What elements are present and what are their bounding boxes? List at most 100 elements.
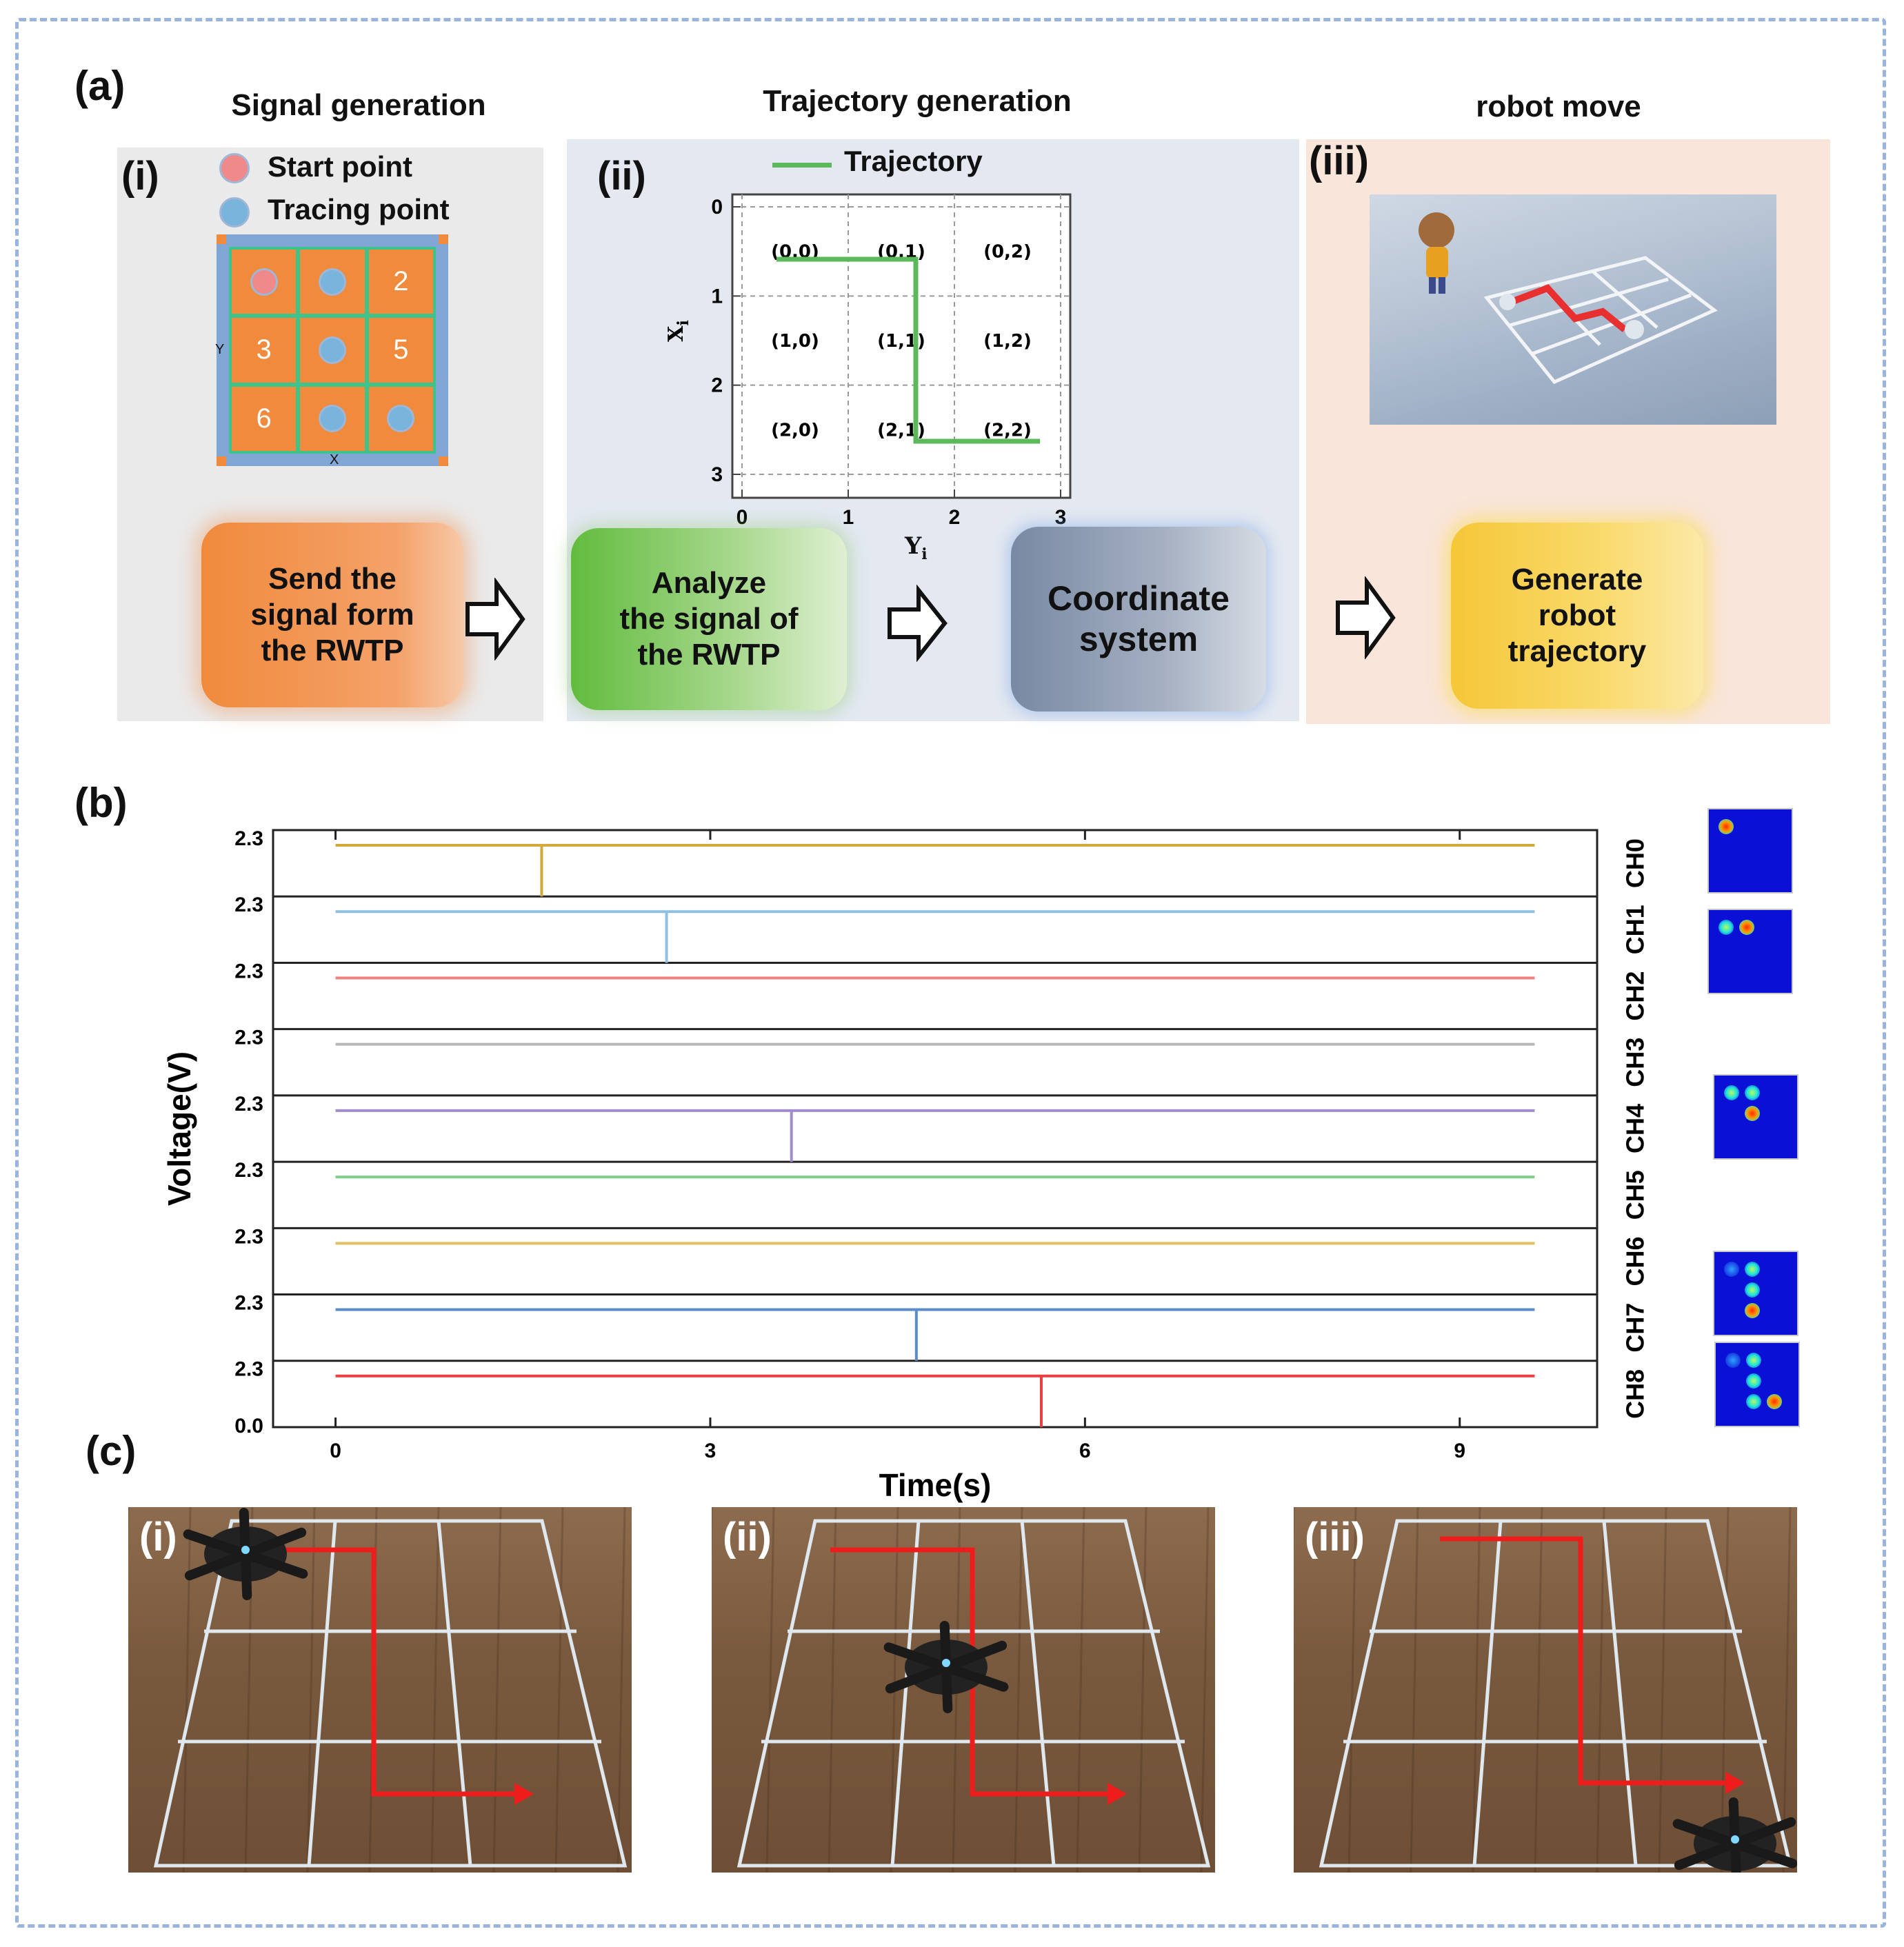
floor-plank [617, 1507, 626, 1873]
grid-y-tick: 1 [711, 285, 723, 307]
grid-ylabel: Xi [664, 320, 692, 342]
channel-label: CH3 [1621, 1038, 1650, 1087]
scene-trajectory-arrow [1506, 284, 1627, 332]
pad-cell [300, 318, 365, 383]
path-arrow [1440, 1536, 1730, 1786]
grid-y-tick: 3 [711, 463, 723, 486]
tape-grid [153, 1519, 628, 1868]
floor-plank [1410, 1507, 1419, 1873]
title-robot-move: robot move [1476, 90, 1641, 123]
x-tick-label: 0 [330, 1440, 341, 1462]
floor-plank [1472, 1507, 1481, 1873]
channel-label: CH7 [1621, 1303, 1650, 1353]
channel-label: CH0 [1621, 838, 1650, 888]
grid-cell-label: (2,0) [771, 420, 819, 441]
grid-xlabel: Yi [905, 532, 928, 563]
floor-plank [1534, 1507, 1543, 1873]
channel-label: CH1 [1621, 905, 1650, 954]
heatmap-hotspot [1725, 1353, 1741, 1368]
grid-x-tick: 3 [1055, 506, 1067, 529]
y-tick-label: 0.0 [234, 1415, 263, 1437]
scene-character-leg [1439, 277, 1445, 294]
trajectory-path [776, 256, 1040, 444]
pad-cell-number: 2 [393, 266, 409, 297]
channel-label: CH8 [1621, 1369, 1650, 1419]
title-trajectory-generation: Trajectory generation [763, 84, 1072, 118]
floor-plank [828, 1507, 837, 1873]
y-tick-label: 2.3 [234, 827, 263, 850]
grid-cell-label: (1,0) [771, 331, 819, 352]
start-point-marker [250, 268, 278, 296]
photo-label: (ii) [723, 1515, 772, 1560]
pressure-heatmap [1714, 1342, 1800, 1427]
tracing-point-marker [318, 336, 346, 364]
grid-y-tick: 0 [711, 196, 723, 219]
pad-cell-number: 5 [393, 334, 409, 365]
robot-photo: (i) [128, 1507, 632, 1873]
floor-plank [1014, 1507, 1023, 1873]
pad-corner [217, 456, 226, 466]
grid-x-tick: 0 [736, 506, 748, 529]
floor-plank [306, 1507, 316, 1873]
pad-cell: 3 [232, 318, 297, 383]
channel-label: CH4 [1621, 1104, 1650, 1153]
scene-robot-start [1499, 294, 1516, 310]
floor-plank [182, 1507, 192, 1873]
photo-label: (i) [139, 1515, 177, 1560]
pad-corner [439, 456, 448, 466]
y-tick-label: 2.3 [234, 1093, 263, 1116]
photo-floor [712, 1507, 1211, 1873]
grid-cell-label: (0,2) [983, 242, 1032, 263]
pressure-heatmap [1713, 1251, 1798, 1336]
start-point-marker [219, 153, 250, 183]
scene-character-head [1419, 212, 1454, 248]
path-arrowhead [1108, 1783, 1127, 1805]
flow-arrow-1 [465, 578, 525, 660]
robot-photo: (ii) [712, 1507, 1215, 1873]
y-tick-label: 2.3 [234, 1358, 263, 1381]
hexapod-robot [883, 1621, 1009, 1713]
roman-iii: (iii) [1309, 139, 1369, 183]
channel-label: CH2 [1621, 971, 1650, 1021]
scene-floor-grid [1419, 212, 1718, 385]
flow-arrow-2 [888, 585, 948, 662]
y-tick-label: 2.3 [234, 1225, 263, 1248]
heatmap-hotspot [1746, 1373, 1761, 1389]
grid-x-tick: 2 [949, 506, 961, 529]
legend-start-point: Start point [268, 150, 412, 183]
tape-grid [1319, 1519, 1793, 1868]
trajectory-legend-line [772, 163, 832, 168]
heatmap-hotspot [1746, 1394, 1761, 1409]
floor-plank [1138, 1507, 1148, 1873]
floor-plank [1596, 1507, 1605, 1873]
y-tick-label: 2.3 [234, 894, 263, 916]
title-signal-generation: Signal generation [231, 88, 486, 122]
hexapod-robot [1672, 1797, 1797, 1873]
path-arrow [232, 1547, 519, 1797]
pad-axis-y: Y [215, 342, 225, 357]
pad-corner [439, 234, 448, 244]
panel-a-label: (a) [74, 63, 126, 109]
panel-c-label: (c) [86, 1428, 137, 1474]
chart-frame [272, 829, 1599, 1429]
tracing-point-marker [318, 268, 346, 296]
robot-scene-render [1370, 194, 1776, 425]
grid-frame [731, 193, 1072, 499]
heatmap-hotspot [1718, 819, 1734, 834]
x-tick-label: 9 [1454, 1440, 1465, 1462]
heatmap-hotspot [1724, 1085, 1739, 1100]
floor-plank [554, 1507, 564, 1873]
heatmap-hotspot [1745, 1282, 1760, 1298]
photo-floor [128, 1507, 628, 1873]
floor-plank [1200, 1507, 1210, 1873]
pad-cell-number: 3 [256, 334, 272, 365]
pressure-heatmap [1713, 1074, 1798, 1160]
scene-character-body [1426, 247, 1448, 279]
hexapod-robot [183, 1508, 308, 1600]
path-arrowhead [1725, 1772, 1745, 1794]
